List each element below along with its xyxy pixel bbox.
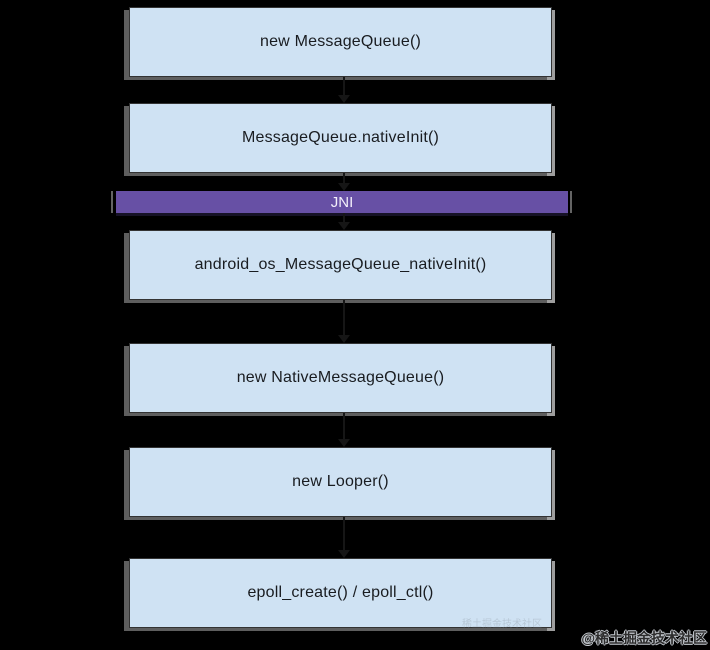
connector-line <box>343 173 345 184</box>
arrow-down-icon <box>338 439 350 447</box>
inner-watermark: 稀土掘金技术社区 <box>462 619 542 630</box>
node-new-messagequeue: new MessageQueue() <box>129 7 552 77</box>
connector-line <box>343 413 345 440</box>
juejin-watermark: @稀土掘金技术社区 <box>581 630 707 646</box>
connector-line <box>343 213 345 223</box>
node-android-os-messagequeue-nativeinit: android_os_MessageQueue_nativeInit() <box>129 230 552 300</box>
arrow-down-icon <box>338 550 350 558</box>
jni-right-end-tick <box>570 191 572 213</box>
connector-line <box>343 517 345 551</box>
arrow-down-icon <box>338 183 350 191</box>
node-messagequeue-nativeinit: MessageQueue.nativeInit() <box>129 103 552 173</box>
connector-line <box>343 300 345 336</box>
node-label: android_os_MessageQueue_nativeInit() <box>194 256 487 273</box>
jni-divider-bar: JNI <box>116 191 568 213</box>
node-new-nativemessagequeue: new NativeMessageQueue() <box>129 343 552 413</box>
arrow-down-icon <box>338 222 350 230</box>
node-epoll-create-epoll-ctl: epoll_create() / epoll_ctl() <box>129 558 552 628</box>
connector-line <box>343 77 345 96</box>
arrow-down-icon <box>338 95 350 103</box>
jni-left-end-tick <box>111 191 113 213</box>
arrow-down-icon <box>338 335 350 343</box>
node-label: new NativeMessageQueue() <box>236 369 445 386</box>
node-label: MessageQueue.nativeInit() <box>241 129 440 146</box>
node-new-looper: new Looper() <box>129 447 552 517</box>
node-label: new MessageQueue() <box>259 33 421 50</box>
node-label: epoll_create() / epoll_ctl() <box>247 584 434 601</box>
node-label: new Looper() <box>292 473 389 490</box>
jni-label: JNI <box>330 193 354 211</box>
